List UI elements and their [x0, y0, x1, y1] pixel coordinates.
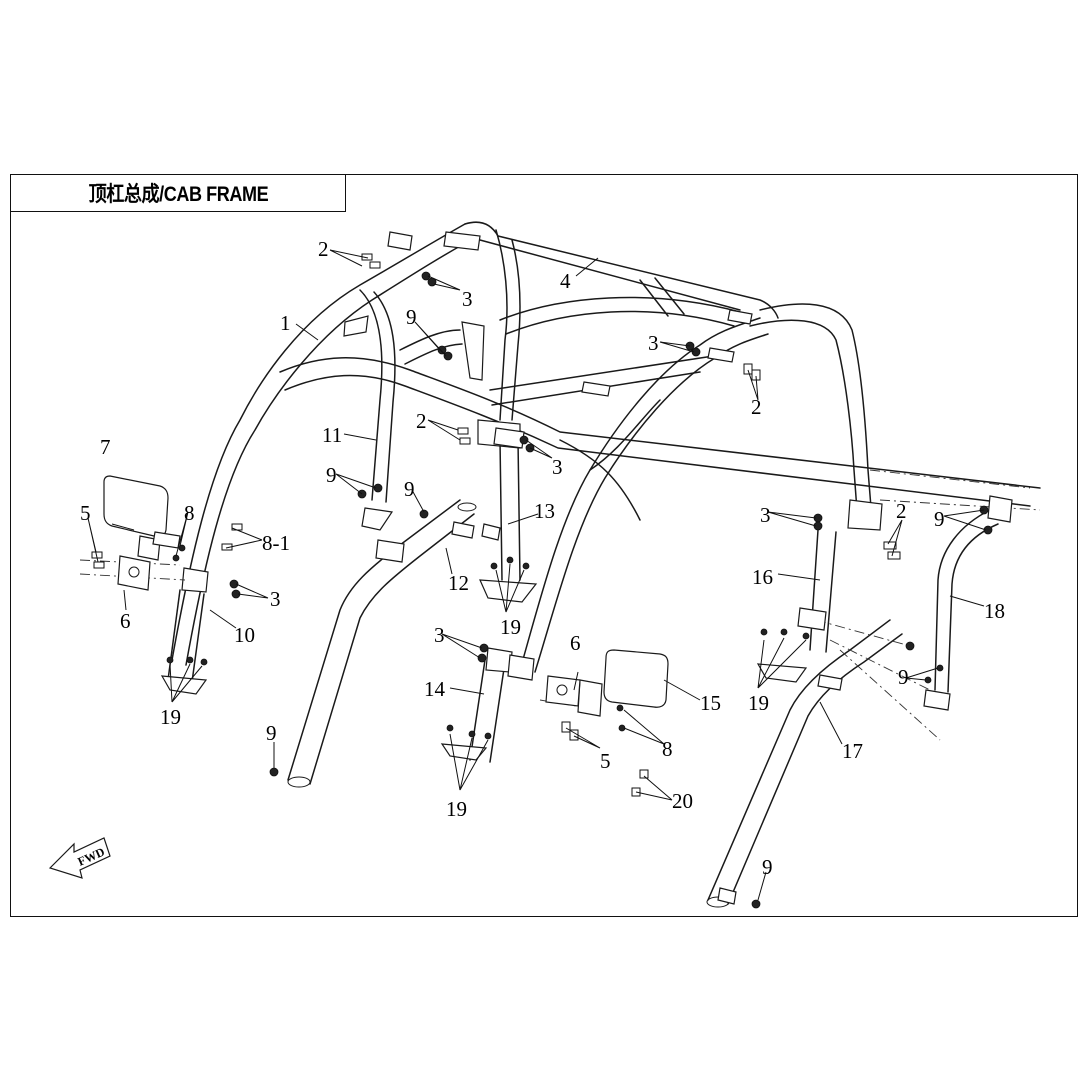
callout-3: 3 — [270, 587, 281, 611]
callout-19: 19 — [748, 691, 769, 715]
diagram-frame — [10, 174, 1078, 917]
callout-2: 2 — [416, 409, 427, 433]
callout-17: 17 — [842, 739, 863, 763]
callout-12: 12 — [448, 571, 469, 595]
callout-10: 10 — [234, 623, 255, 647]
post-14 — [469, 647, 513, 763]
callout-9: 9 — [266, 721, 277, 745]
callout-15: 15 — [700, 691, 721, 715]
leader-lines — [87, 249, 987, 901]
callout-9: 9 — [934, 507, 945, 531]
post-16 — [809, 499, 883, 653]
callout-13: 13 — [534, 499, 555, 523]
callout-19: 19 — [500, 615, 521, 639]
diagram-title: 顶杠总成/CAB FRAME — [88, 183, 268, 206]
callout-6: 6 — [570, 631, 581, 655]
callout-19: 19 — [446, 797, 467, 821]
right-mirror — [545, 649, 669, 717]
callout-14: 14 — [424, 677, 446, 701]
fasteners — [91, 253, 993, 909]
callout-4: 4 — [560, 269, 571, 293]
front-leg-tube-17 — [706, 619, 903, 908]
callout-1: 1 — [280, 311, 291, 335]
callout-3: 3 — [434, 623, 445, 647]
callout-2: 2 — [318, 237, 329, 261]
callout-5: 5 — [600, 749, 611, 773]
callout-3: 3 — [760, 503, 771, 527]
callout-3: 3 — [462, 287, 473, 311]
construction-lines — [79, 469, 1041, 741]
callout-9: 9 — [404, 477, 415, 501]
callout-2: 2 — [751, 395, 762, 419]
callout-8: 8 — [184, 501, 195, 525]
callout-8-1: 8-1 — [262, 531, 290, 555]
inner-left-tube — [359, 289, 463, 503]
callout-9: 9 — [762, 855, 773, 879]
callout-18: 18 — [984, 599, 1005, 623]
callout-3: 3 — [648, 331, 659, 355]
callout-11: 11 — [322, 423, 342, 447]
title-box: 顶杠总成/CAB FRAME — [10, 174, 346, 212]
callout-labels: 2 3 9 1 4 3 2 11 2 3 7 9 9 13 5 8 8-1 3 … — [80, 237, 1005, 879]
mounting-feet — [160, 579, 808, 761]
callout-9: 9 — [898, 665, 909, 689]
callout-8: 8 — [662, 737, 673, 761]
fwd-arrow: FWD — [48, 837, 111, 879]
callout-2: 2 — [896, 499, 907, 523]
callout-16: 16 — [752, 565, 773, 589]
callout-9: 9 — [326, 463, 337, 487]
left-front-post — [167, 567, 209, 683]
callout-9: 9 — [406, 305, 417, 329]
callout-19: 19 — [160, 705, 181, 729]
callout-7: 7 — [100, 435, 111, 459]
callout-5: 5 — [80, 501, 91, 525]
brackets — [152, 231, 1013, 905]
callout-20: 20 — [672, 789, 693, 813]
roll-cage-main-hoop — [171, 221, 1041, 673]
callout-6: 6 — [120, 609, 131, 633]
callout-3: 3 — [552, 455, 563, 479]
